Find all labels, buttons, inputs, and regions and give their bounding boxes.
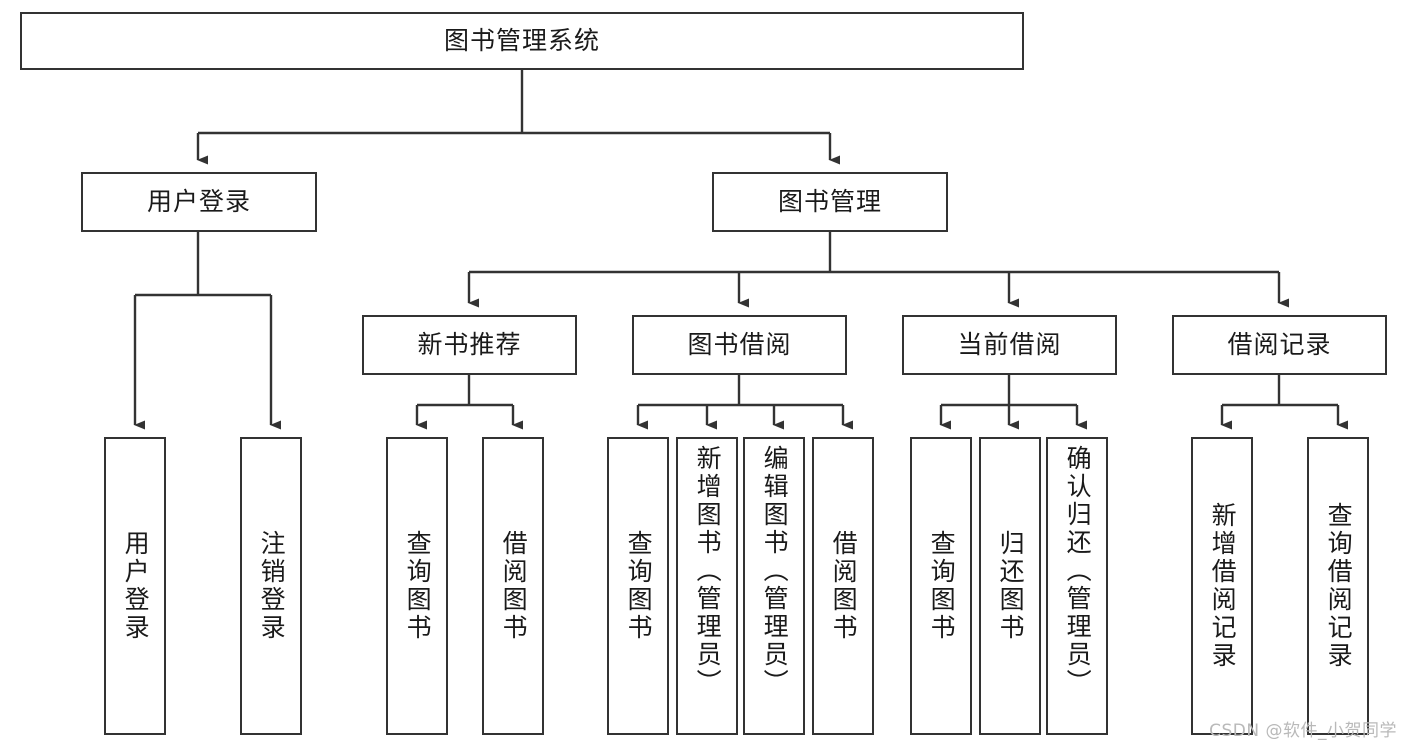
node-label: 借阅图书 — [829, 530, 859, 642]
node-label: 查询借阅记录 — [1324, 502, 1354, 670]
node-label: 用户登录 — [121, 530, 151, 642]
node-label: 新增借阅记录 — [1208, 502, 1238, 670]
node-leaf-bookborrow-borrow[interactable]: 借阅图书 — [812, 437, 874, 735]
node-leaf-currentborrow-return[interactable]: 归还图书 — [979, 437, 1041, 735]
node-leaf-currentborrow-query[interactable]: 查询图书 — [910, 437, 972, 735]
node-new-book-recommend[interactable]: 新书推荐 — [362, 315, 577, 375]
node-user-login[interactable]: 用户登录 — [81, 172, 317, 232]
node-label: 查询图书 — [624, 530, 654, 642]
node-label: 借阅图书 — [499, 530, 529, 642]
node-label: 注销登录 — [257, 530, 287, 642]
node-label: 图书管理系统 — [443, 26, 600, 56]
node-root-system[interactable]: 图书管理系统 — [20, 12, 1024, 70]
node-label: 图书管理 — [777, 187, 882, 217]
node-leaf-newbook-query[interactable]: 查询图书 — [386, 437, 448, 735]
node-leaf-bookborrow-edit[interactable]: 编辑图书（管理员） — [743, 437, 805, 735]
node-borrow-record[interactable]: 借阅记录 — [1172, 315, 1387, 375]
node-leaf-borrowrecord-query[interactable]: 查询借阅记录 — [1307, 437, 1369, 735]
node-label: 查询图书 — [927, 530, 957, 642]
node-label: 新书推荐 — [417, 330, 522, 360]
node-leaf-user-login-signin[interactable]: 用户登录 — [104, 437, 166, 735]
node-label: 用户登录 — [146, 187, 251, 217]
node-book-management[interactable]: 图书管理 — [712, 172, 948, 232]
node-label: 借阅记录 — [1227, 330, 1332, 360]
node-leaf-currentborrow-confirm-return[interactable]: 确认归还（管理员） — [1046, 437, 1108, 735]
node-label: 图书借阅 — [687, 330, 792, 360]
node-leaf-user-login-signout[interactable]: 注销登录 — [240, 437, 302, 735]
node-label: 归还图书 — [996, 530, 1026, 642]
node-label: 确认归还（管理员） — [1063, 445, 1093, 697]
node-book-borrow[interactable]: 图书借阅 — [632, 315, 847, 375]
node-label: 新增图书（管理员） — [693, 445, 723, 697]
node-leaf-bookborrow-add[interactable]: 新增图书（管理员） — [676, 437, 738, 735]
node-label: 查询图书 — [403, 530, 433, 642]
node-current-borrow[interactable]: 当前借阅 — [902, 315, 1117, 375]
node-label: 当前借阅 — [957, 330, 1062, 360]
node-leaf-newbook-borrow[interactable]: 借阅图书 — [482, 437, 544, 735]
node-leaf-bookborrow-query[interactable]: 查询图书 — [607, 437, 669, 735]
node-leaf-borrowrecord-add[interactable]: 新增借阅记录 — [1191, 437, 1253, 735]
node-label: 编辑图书（管理员） — [760, 445, 790, 697]
csdn-watermark: CSDN @软件_小贺同学 — [1209, 721, 1397, 741]
